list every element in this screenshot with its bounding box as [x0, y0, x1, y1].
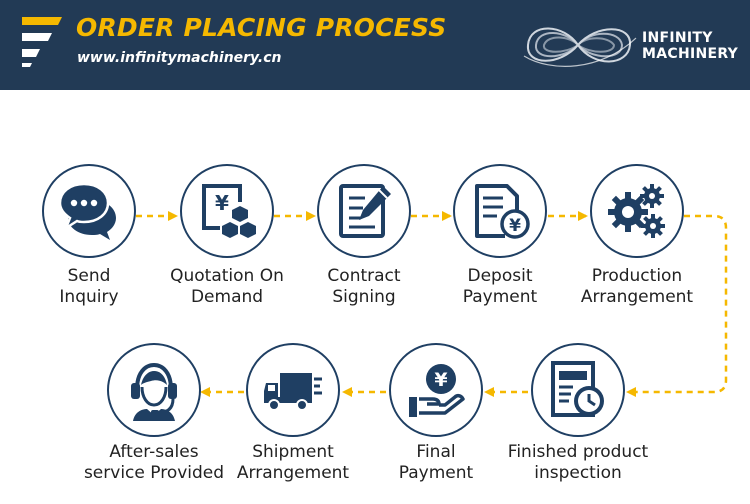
brand-stripes-icon — [22, 17, 62, 67]
step-label: After-sales service Provided — [83, 442, 225, 483]
headset-agent-icon — [131, 362, 177, 421]
svg-text:¥: ¥ — [434, 369, 447, 391]
step-label: Final Payment — [398, 442, 474, 483]
header-banner: ORDER PLACING PROCESS www.infinitymachin… — [0, 0, 750, 90]
deposit-document-icon: ¥ — [475, 184, 530, 239]
yen-hand-icon: ¥ — [409, 364, 465, 417]
yen-quotation-icon: ¥ — [202, 184, 256, 238]
infinity-logo-icon — [523, 27, 637, 67]
svg-text:¥: ¥ — [509, 216, 521, 236]
step-label: Quotation On Demand — [170, 266, 284, 307]
contract-pen-icon — [339, 184, 391, 238]
truck-icon — [264, 373, 322, 411]
page-title: ORDER PLACING PROCESS — [76, 13, 447, 42]
logo-line-2: MACHINERY — [642, 46, 739, 62]
step-label: Send Inquiry — [59, 266, 119, 307]
logo-line-1: INFINITY — [642, 30, 713, 46]
step-label: Shipment Arrangement — [236, 442, 350, 483]
arrow-5-6 — [626, 214, 728, 397]
step-label: Deposit Payment — [462, 266, 538, 307]
step-label: Production Arrangement — [580, 266, 694, 307]
inspection-clock-icon — [551, 361, 604, 417]
step-label: Contract Signing — [327, 266, 401, 307]
website-url: www.infinitymachinery.cn — [77, 50, 282, 66]
company-logo: INFINITY MACHINERY — [520, 16, 742, 74]
step-label: Finished product inspection — [507, 442, 649, 483]
chat-bubbles-icon — [58, 182, 116, 240]
svg-text:¥: ¥ — [215, 191, 229, 215]
gears-icon — [608, 184, 665, 238]
